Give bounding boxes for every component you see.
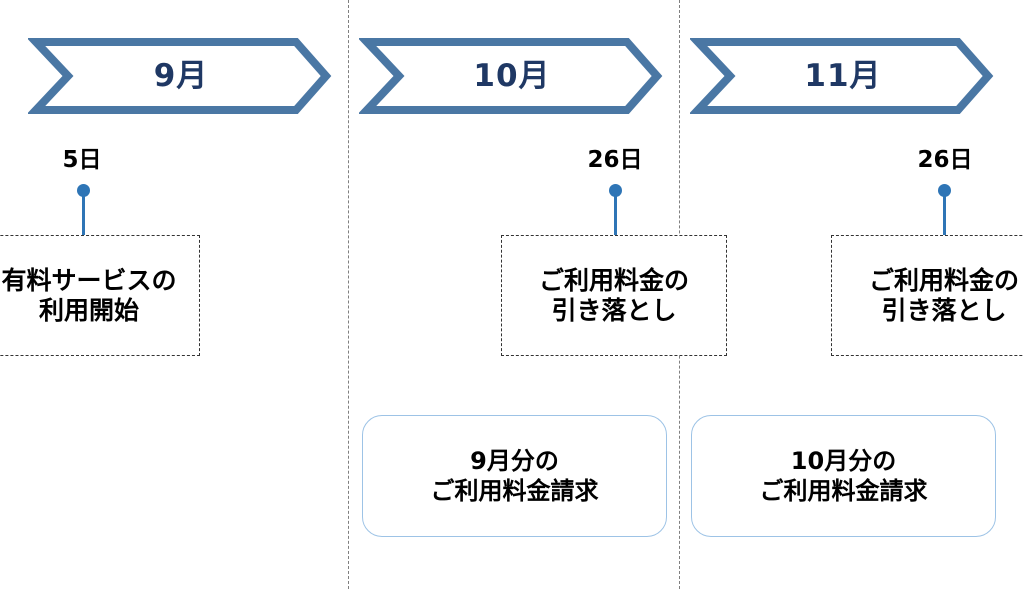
timeline-pin-line	[82, 194, 85, 235]
event-text-line: 利用開始	[38, 295, 139, 325]
billing-text-line: 9月分の	[470, 447, 559, 475]
chevron-arrow-icon	[359, 38, 663, 114]
chevron-arrow-icon	[28, 38, 332, 114]
timeline-pin-line	[614, 194, 617, 235]
event-text-line: 引き落とし	[551, 295, 677, 325]
event-box-debit: ご利用料金の 引き落とし	[831, 235, 1024, 356]
event-text-line: ご利用料金の	[868, 265, 1019, 295]
chevron-arrow-icon	[690, 38, 994, 114]
month-label: 10月	[473, 58, 551, 94]
month-chevron-november: 11月	[690, 37, 996, 115]
event-day-label: 26日	[587, 147, 643, 173]
event-text: ご利用料金の 引き落とし	[869, 266, 1019, 326]
timeline-pin-dot	[609, 184, 622, 197]
month-label: 9月	[153, 58, 209, 94]
billing-text: 9月分の ご利用料金請求	[431, 446, 599, 506]
billing-text: 10月分の ご利用料金請求	[760, 446, 928, 506]
event-text-line: 有料サービスの	[1, 265, 177, 295]
timeline-pin-dot	[77, 184, 90, 197]
event-box-service-start: 有料サービスの 利用開始	[0, 235, 200, 356]
event-text: 有料サービスの 利用開始	[0, 265, 177, 326]
month-chevron-october: 10月	[359, 37, 665, 115]
event-day-label: 26日	[917, 147, 973, 173]
event-text-line: ご利用料金の	[538, 265, 689, 295]
month-chevron-september: 9月	[28, 37, 334, 115]
event-text: ご利用料金の 引き落とし	[539, 266, 689, 326]
billing-text-line: ご利用料金請求	[430, 477, 599, 505]
column-divider	[348, 0, 349, 589]
billing-box-october: 10月分の ご利用料金請求	[691, 415, 996, 537]
timeline-pin-line	[943, 194, 946, 235]
timeline-pin-dot	[938, 184, 951, 197]
event-box-debit: ご利用料金の 引き落とし	[501, 235, 727, 356]
billing-text-line: ご利用料金請求	[759, 477, 928, 505]
event-day-label: 5日	[62, 147, 102, 173]
billing-text-line: 10月分の	[790, 447, 897, 475]
billing-box-september: 9月分の ご利用料金請求	[362, 415, 667, 537]
month-label: 11月	[804, 58, 882, 94]
event-text-line: 引き落とし	[881, 295, 1007, 325]
